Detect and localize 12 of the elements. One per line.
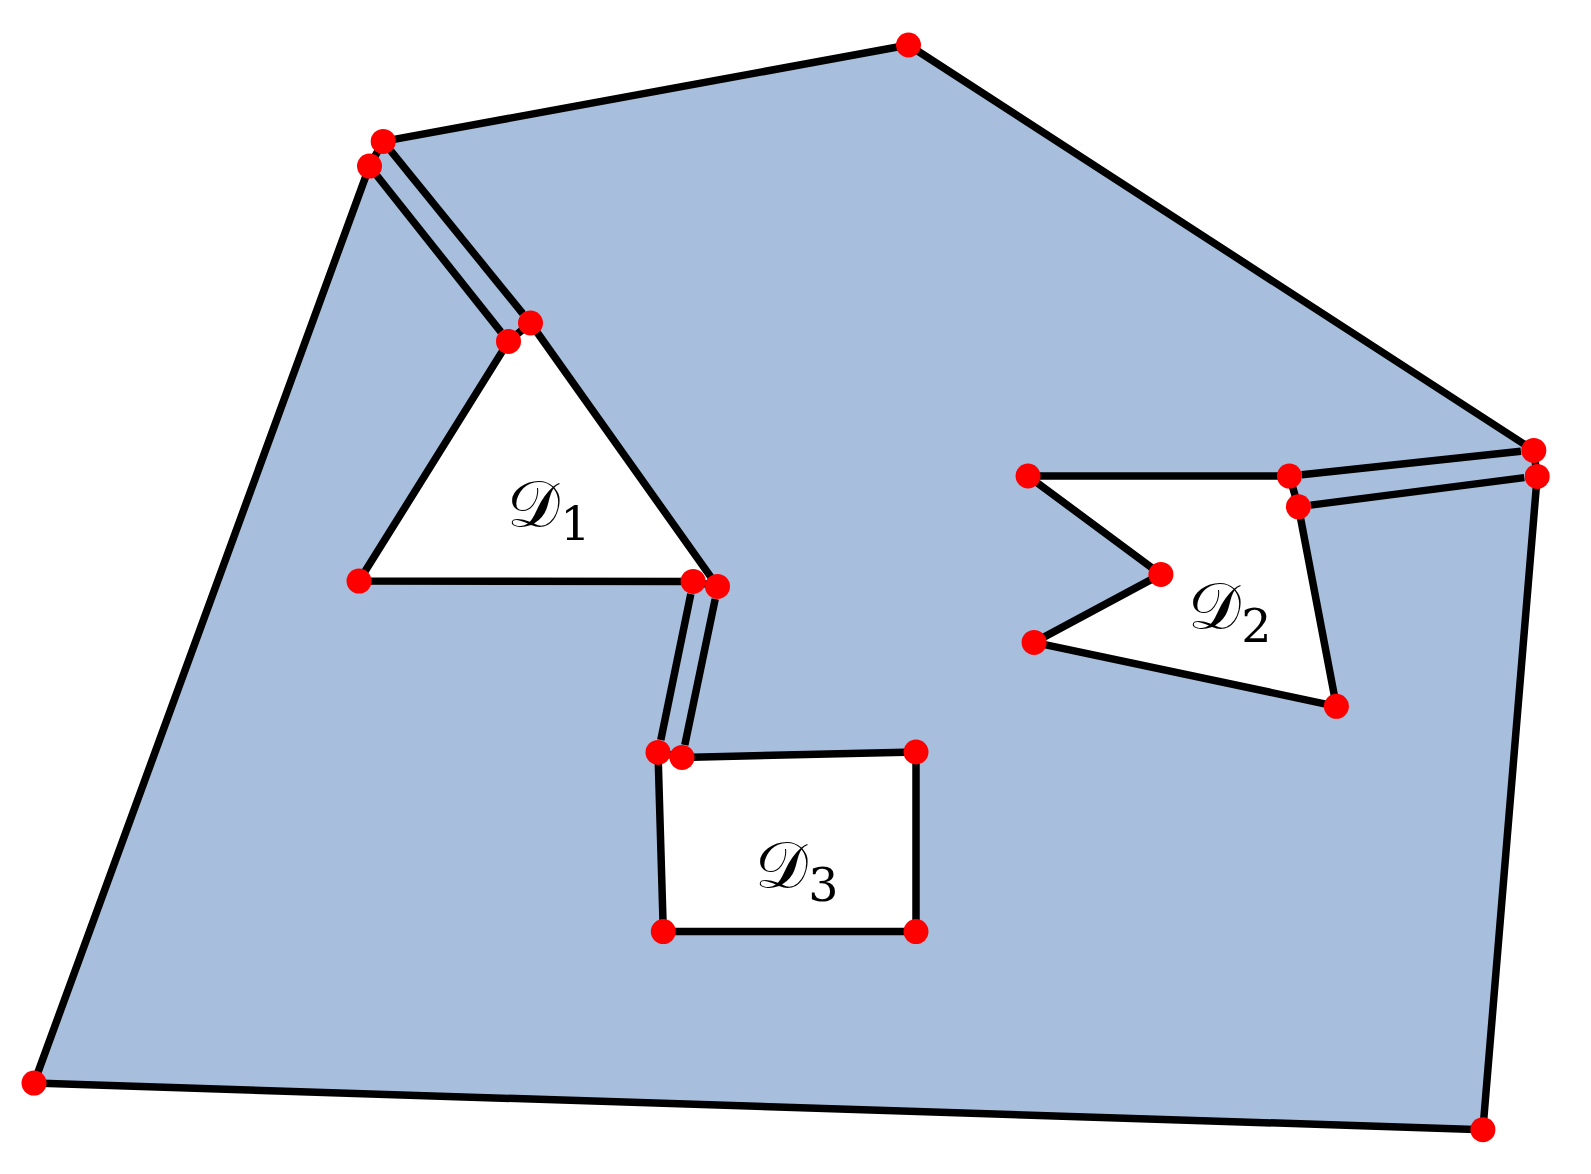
bridge-line bbox=[1310, 473, 1525, 509]
bridge-line bbox=[681, 598, 719, 746]
region-label: 𝒟$_{1}$ bbox=[507, 471, 591, 538]
triangle-region bbox=[346, 310, 731, 600]
concave-polygon-region bbox=[1014, 462, 1350, 720]
outer-polygon-region bbox=[20, 31, 1550, 1143]
rectangle-region bbox=[645, 738, 930, 945]
region-label: 𝒟$_{2}$ bbox=[1188, 574, 1272, 640]
bridge-line bbox=[657, 593, 695, 741]
bridge-line bbox=[373, 173, 504, 335]
bridge-line bbox=[1301, 447, 1522, 479]
bridge-line bbox=[387, 148, 526, 316]
